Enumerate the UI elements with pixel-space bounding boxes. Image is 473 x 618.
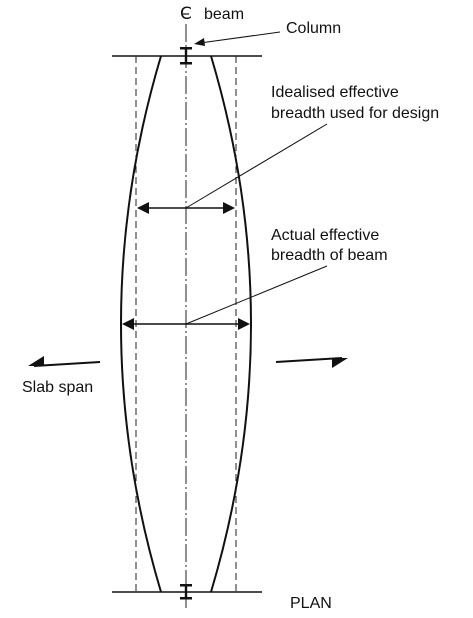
slab-span-label: Slab span xyxy=(22,379,93,396)
centerline-beam-label: beam xyxy=(204,6,244,23)
actual-breadth-label-line2: breadth of beam xyxy=(271,247,388,264)
actual-breadth-left-curve xyxy=(120,55,162,593)
top-column-symbol xyxy=(180,47,192,65)
slab-span-arrow-left xyxy=(28,356,101,367)
idealised-breadth-label-line1: Idealised effective xyxy=(271,84,399,101)
bottom-column-symbol xyxy=(180,584,192,600)
actual-breadth-label-line1: Actual effective xyxy=(271,227,379,244)
actual-breadth-right-curve xyxy=(210,55,252,593)
idealised-breadth-label-line2: breadth used for design xyxy=(271,105,439,122)
actual-breadth-leader xyxy=(185,265,328,325)
column-leader-arrow xyxy=(194,31,281,46)
slab-span-arrow-right xyxy=(275,357,348,368)
column-label: Column xyxy=(286,20,341,37)
plan-label: PLAN xyxy=(290,595,332,612)
idealised-breadth-leader xyxy=(185,123,328,209)
